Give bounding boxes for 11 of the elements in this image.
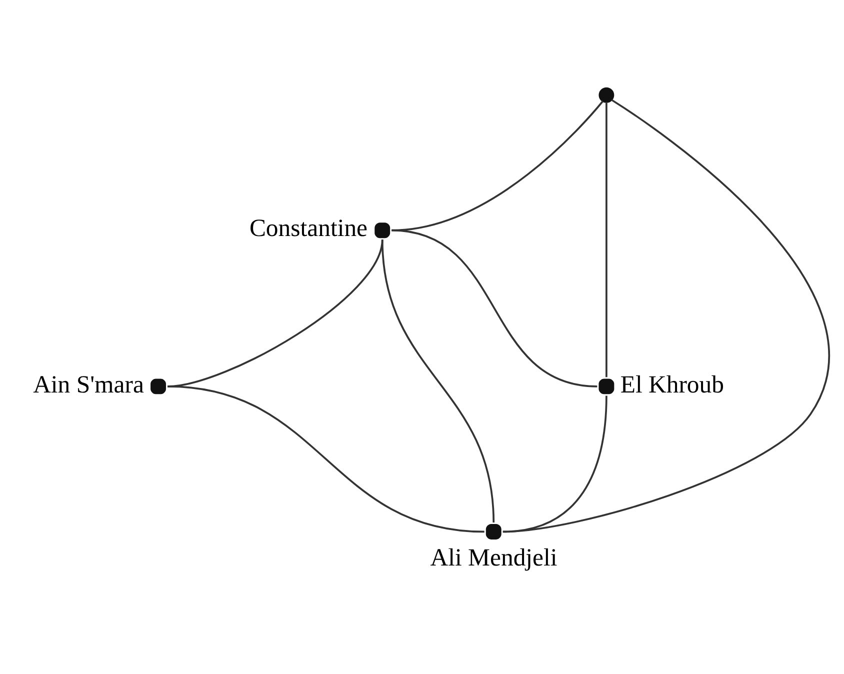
connector: [502, 396, 608, 533]
node-label: Ali Mendjeli: [430, 544, 558, 572]
connector: [392, 229, 598, 388]
node-label: Constantine: [249, 215, 368, 242]
node-label: El Khroub: [620, 371, 724, 398]
connector: [167, 386, 484, 533]
connector: [606, 102, 608, 378]
node-circle: [598, 87, 614, 103]
node-label: Ain S'mara: [33, 371, 144, 398]
connector: [502, 99, 830, 533]
connector: [381, 240, 495, 523]
